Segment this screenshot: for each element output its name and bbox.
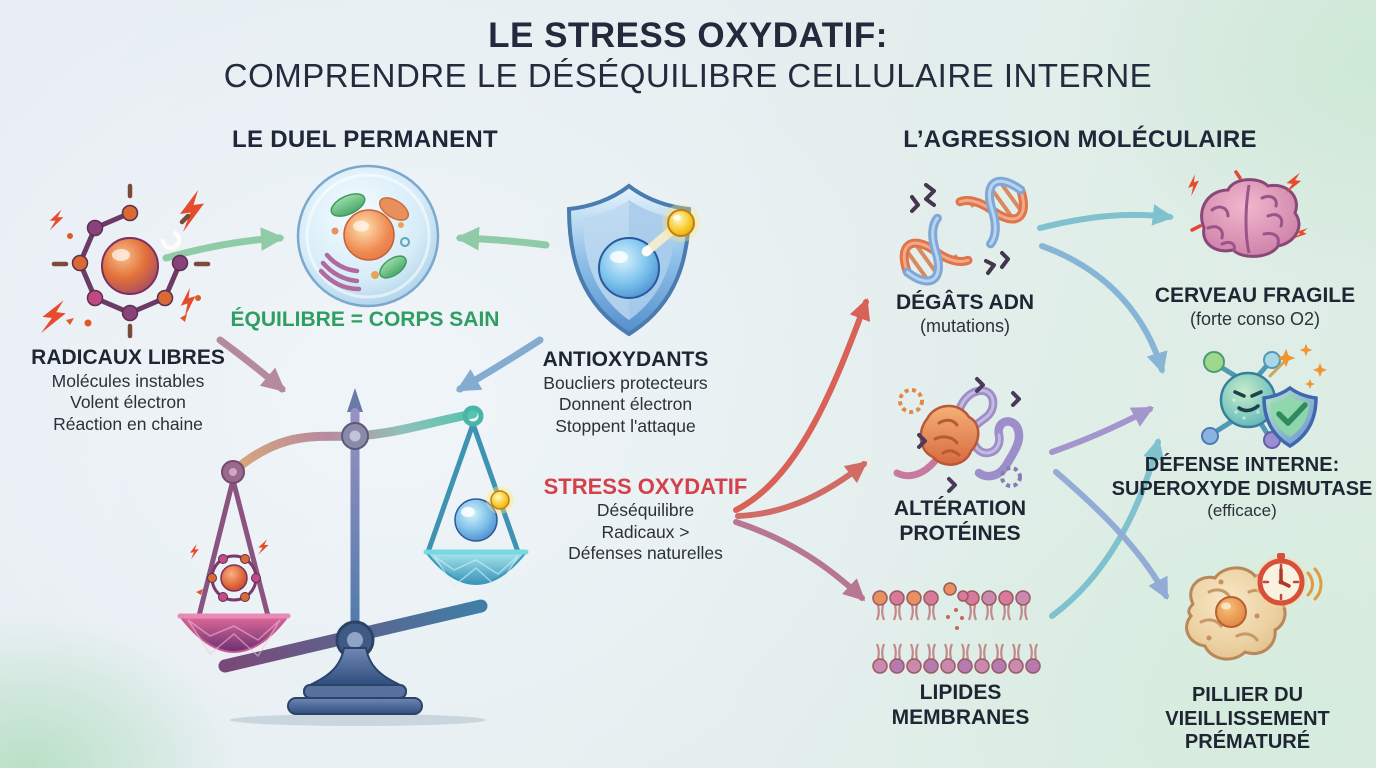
stress-title: STRESS OXYDATIF	[543, 474, 748, 499]
arrow-proteines-to-defense	[1049, 406, 1154, 455]
defense-sub: (efficace)	[1207, 501, 1277, 521]
radicaux-line3: Réaction en chaine	[53, 414, 203, 435]
misfolded-protein-icon	[883, 375, 1035, 493]
proteines-title1: ALTÉRATION	[893, 497, 1027, 520]
node-alteration-proteines: ALTÉRATION PROTÉINES	[870, 497, 1050, 547]
sod-defense-shield-icon	[1172, 342, 1337, 454]
section-header-agression: L’AGRESSION MOLÉCULAIRE	[903, 126, 1257, 153]
lipid-membrane-icon	[870, 582, 1042, 678]
adn-title: DÉGÂTS ADN	[895, 291, 1035, 314]
node-antioxydants: ANTIOXYDANTS Boucliers protecteurs Donne…	[498, 348, 753, 438]
page-title-line1: LE STRESS OXYDATIF:	[488, 16, 888, 55]
vieillissement-title2: VIEILLISSEMENT	[1165, 707, 1330, 730]
adn-sub: (mutations)	[919, 315, 1011, 336]
page-title: LE STRESS OXYDATIF: COMPRENDRE LE DÉSÉQU…	[0, 16, 1376, 95]
node-radicaux-libres: RADICAUX LIBRES Molécules instables Vole…	[8, 346, 248, 436]
antioxydants-line3: Stoppent l'attaque	[555, 416, 696, 437]
lipides-title1: LIPIDES	[919, 681, 1002, 704]
vieillissement-title3: PRÉMATURÉ	[1184, 731, 1311, 754]
page-title-line2: COMPRENDRE LE DÉSÉQUILIBRE CELLULAIRE IN…	[223, 57, 1153, 94]
stress-line3: Défenses naturelles	[568, 543, 723, 564]
radicaux-line1: Molécules instables	[51, 370, 205, 391]
cerveau-title: CERVEAU FRAGILE	[1154, 284, 1356, 307]
arrow-antioxydants-to-cell	[455, 226, 550, 251]
node-vieillissement: PILLIER DU VIEILLISSEMENT PRÉMATURÉ	[1140, 684, 1355, 755]
radicaux-line2: Volent électron	[70, 392, 186, 413]
section-header-duel: LE DUEL PERMANENT	[231, 126, 498, 153]
defense-title1: DÉFENSE INTERNE:	[1144, 454, 1340, 476]
vieillissement-title1: PILLIER DU	[1191, 684, 1304, 706]
healthy-cell-icon	[293, 163, 443, 310]
proteines-title2: PROTÉINES	[899, 521, 1021, 545]
stress-line1: Déséquilibre	[596, 499, 695, 520]
node-lipides-membranes: LIPIDES MEMBRANES	[868, 681, 1053, 731]
stress-line2: Radicaux >	[601, 521, 690, 542]
antioxydants-title: ANTIOXYDANTS	[542, 348, 709, 371]
antioxydants-line1: Boucliers protecteurs	[543, 372, 708, 393]
node-defense-interne: DÉFENSE INTERNE: SUPEROXYDE DISMUTASE (e…	[1108, 454, 1376, 522]
arrow-adn-to-cerveau	[1037, 204, 1175, 231]
aging-cell-clock-icon	[1165, 552, 1323, 677]
defense-title2: SUPEROXYDE DISMUTASE	[1111, 477, 1373, 500]
node-cerveau-fragile: CERVEAU FRAGILE (forte conso O2)	[1135, 284, 1375, 330]
radicaux-title: RADICAUX LIBRES	[31, 346, 225, 369]
unbalanced-scale-icon	[158, 388, 582, 726]
dna-damage-icon	[882, 165, 1047, 293]
lipides-title2: MEMBRANES	[891, 705, 1030, 729]
equilibre-label: ÉQUILIBRE = CORPS SAIN	[230, 308, 500, 331]
cerveau-sub: (forte conso O2)	[1189, 308, 1321, 329]
antioxydants-line2: Donnent électron	[558, 394, 693, 415]
free-radical-molecule-icon	[30, 178, 235, 343]
node-degats-adn: DÉGÂTS ADN (mutations)	[865, 291, 1065, 337]
node-stress-oxydatif: STRESS OXYDATIF Déséquilibre Radicaux > …	[528, 474, 763, 565]
antioxidant-shield-icon	[543, 180, 715, 342]
fragile-brain-icon	[1182, 168, 1314, 280]
